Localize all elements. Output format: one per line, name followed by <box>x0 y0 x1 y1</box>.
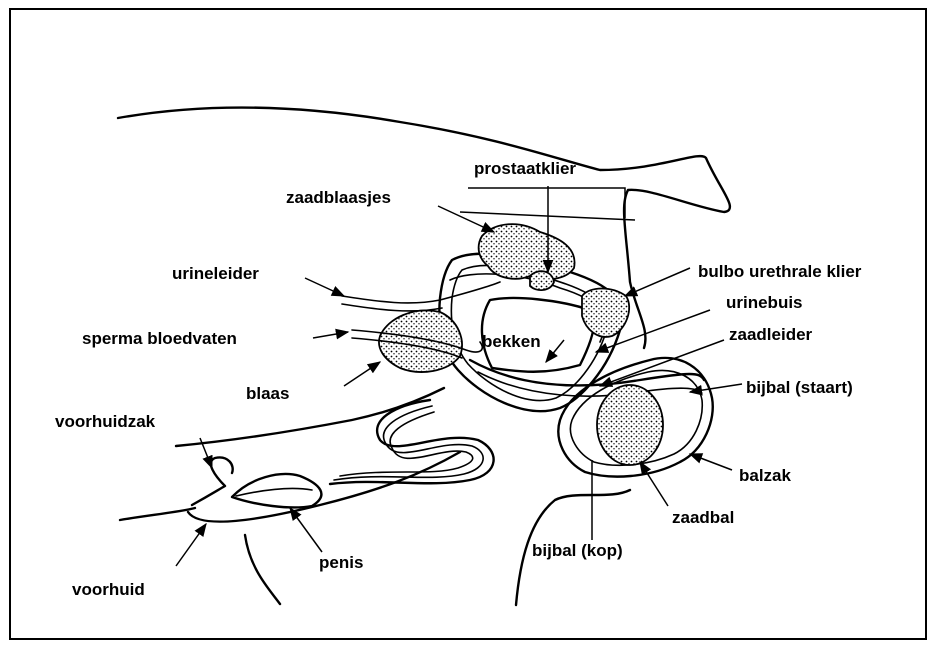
label-zaadbal: zaadbal <box>672 508 734 528</box>
testis <box>597 385 663 465</box>
ureter-line <box>342 282 500 303</box>
pointer-penis <box>290 508 322 552</box>
label-balzak: balzak <box>739 466 791 486</box>
sheath-outline <box>188 452 460 522</box>
prostate-shape <box>530 271 554 290</box>
penis-tract-mid <box>334 406 483 480</box>
pointer-sperma <box>313 332 348 338</box>
seminal-vesicles-shape <box>479 224 575 279</box>
label-sperma-bloedvaten: sperma bloedvaten <box>82 329 237 349</box>
label-voorhuid: voorhuid <box>72 580 145 600</box>
belly-outline <box>176 388 444 446</box>
label-bulbo-urethrale-klier: bulbo urethrale klier <box>698 262 861 282</box>
label-bijbal-kop: bijbal (kop) <box>532 541 623 561</box>
penis-shape <box>232 474 321 507</box>
pointer-blaas <box>344 362 380 386</box>
bulbourethral-gland-shape <box>582 289 629 337</box>
pointer-bulbo <box>625 268 690 296</box>
label-urineleider: urineleider <box>172 264 259 284</box>
label-bijbal-staart: bijbal (staart) <box>746 378 853 398</box>
pointer-bekken <box>546 340 564 362</box>
pointer-balzak <box>690 454 732 470</box>
bladder-shape <box>379 310 462 372</box>
pointer-urineleider <box>305 278 344 296</box>
pointer-zaadblaasjes <box>438 206 494 232</box>
urethra-tract <box>470 360 704 385</box>
label-penis: penis <box>319 553 363 573</box>
label-zaadblaasjes: zaadblaasjes <box>286 188 391 208</box>
label-bekken: bekken <box>482 332 541 352</box>
pointer-voorhuid <box>176 524 206 566</box>
ureter-line-2 <box>342 304 442 311</box>
penis-inner <box>236 488 312 496</box>
label-blaas: blaas <box>246 384 289 404</box>
label-prostaatklier: prostaatklier <box>474 159 576 179</box>
label-zaadleider: zaadleider <box>729 325 812 345</box>
label-voorhuidzak: voorhuidzak <box>55 412 155 432</box>
label-urinebuis: urinebuis <box>726 293 803 313</box>
